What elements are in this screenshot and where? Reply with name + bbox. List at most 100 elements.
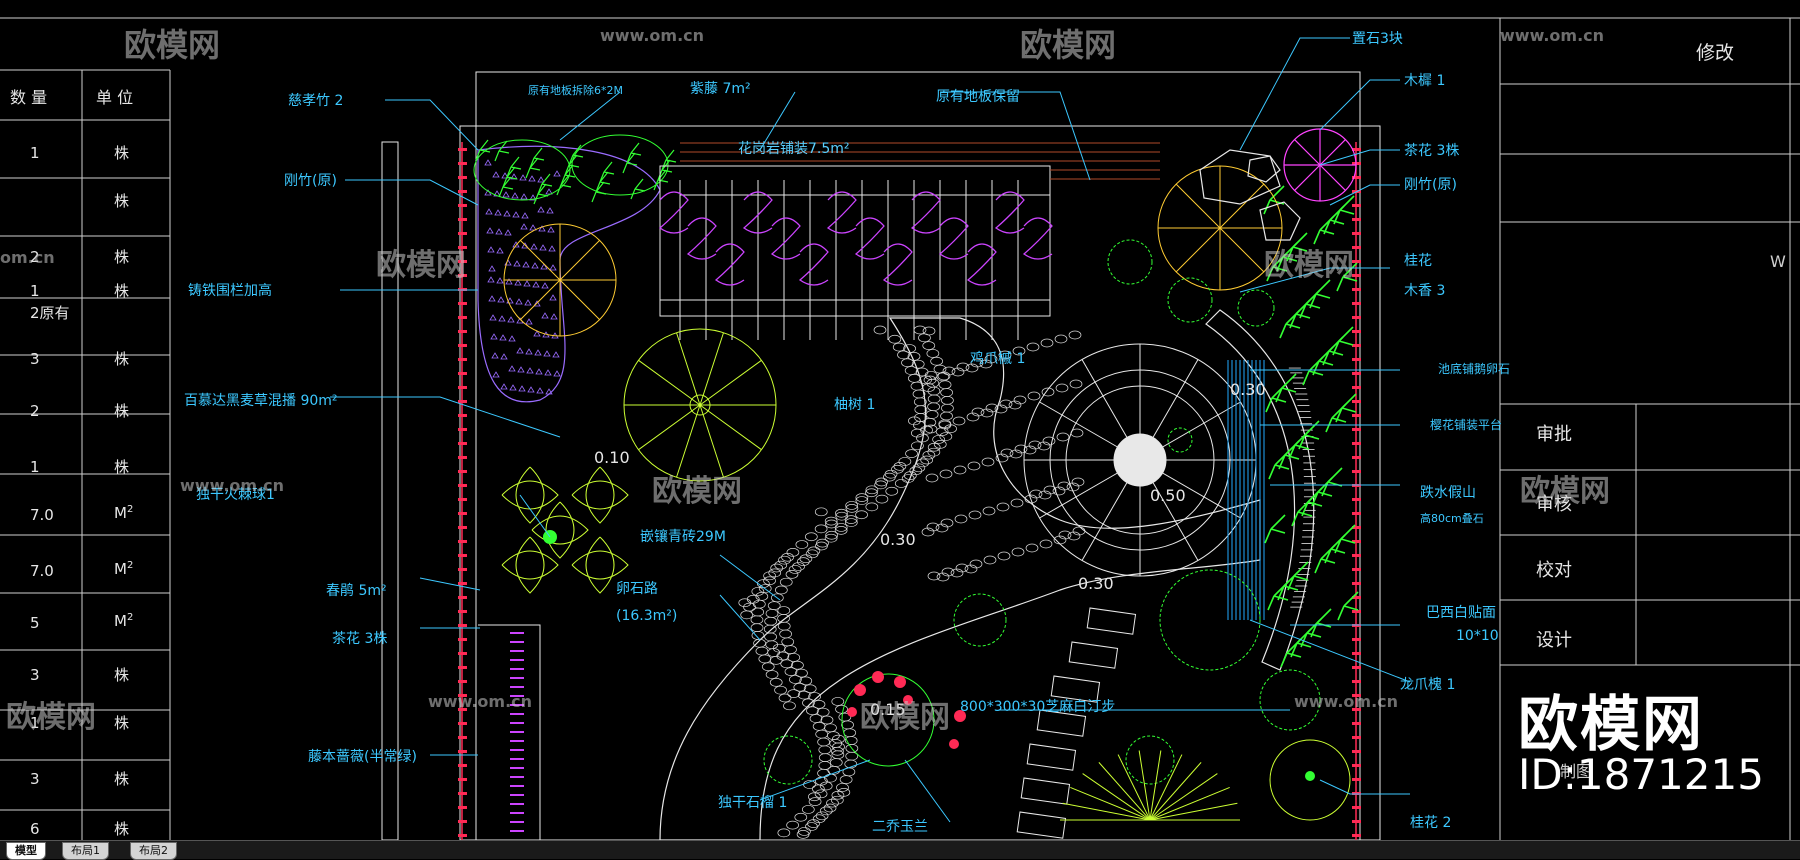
- watermark-url-3: www.om.cn: [180, 476, 285, 495]
- fence-post: [458, 218, 467, 221]
- label-pebble-area: (16.3m²): [616, 608, 678, 624]
- pebble: [750, 615, 764, 625]
- pebble: [835, 508, 848, 518]
- pebble: [982, 506, 996, 516]
- fence-post: [458, 694, 467, 697]
- fence-post: [1352, 764, 1361, 767]
- stones: [1199, 149, 1301, 241]
- pebble: [752, 599, 766, 609]
- fence-post: [1352, 554, 1361, 557]
- pebble: [823, 803, 837, 813]
- tree-spoke: [638, 404, 701, 451]
- pebble: [1027, 391, 1041, 401]
- level-030c: 0.30: [1230, 380, 1266, 399]
- pebble: [799, 676, 813, 686]
- bamboo-leaf: [1321, 467, 1343, 497]
- pebble: [765, 670, 779, 679]
- pebble: [985, 403, 999, 413]
- violet-mark: [488, 295, 496, 302]
- pebble: [819, 781, 833, 791]
- pebble: [935, 523, 949, 533]
- table-row-unit: M2: [114, 504, 134, 522]
- pebble: [795, 668, 808, 678]
- pebble: [916, 433, 929, 443]
- pebble: [942, 366, 956, 376]
- title-design: 设计: [1536, 630, 1572, 651]
- fence-post: [1352, 498, 1361, 501]
- pebble: [1010, 498, 1024, 508]
- fence-post: [1352, 596, 1361, 599]
- shrub: [1159, 569, 1261, 671]
- pebble: [743, 602, 756, 612]
- fence-post: [458, 316, 467, 319]
- fence-post: [458, 400, 467, 403]
- shrub-swirl: [501, 466, 559, 524]
- palm-frond: [1062, 802, 1151, 821]
- label-pine: 柚树 1: [834, 397, 876, 413]
- fence-post: [458, 232, 467, 235]
- fence-post: [458, 666, 467, 669]
- violet-mark: [497, 296, 505, 303]
- tab-layout1[interactable]: 布局1: [62, 842, 109, 860]
- violet-mark: [515, 298, 523, 305]
- pebble: [938, 420, 952, 430]
- fence-post: [458, 722, 467, 725]
- fence-post: [458, 512, 467, 515]
- tab-layout2[interactable]: 布局2: [130, 842, 177, 860]
- table-row-unit: 株: [114, 820, 130, 838]
- wisteria-vine: [854, 217, 885, 260]
- pebble: [787, 689, 801, 698]
- fence-post: [458, 834, 467, 837]
- pebble: [802, 698, 815, 708]
- fence-post: [458, 302, 467, 305]
- stepping-stone: [1036, 709, 1087, 737]
- wisteria-vine: [826, 191, 857, 234]
- pebble: [799, 554, 813, 564]
- pine-tree: [623, 328, 777, 482]
- shrub: [1167, 277, 1213, 323]
- pebble: [1012, 346, 1026, 356]
- tree-spoke: [699, 359, 762, 406]
- fence-post: [1352, 708, 1361, 711]
- table-row-unit: M2: [114, 560, 134, 578]
- pebble: [936, 572, 950, 582]
- fence-post: [458, 470, 467, 473]
- pebble: [968, 510, 982, 520]
- bamboo-leaf: [1291, 497, 1313, 527]
- fence-post: [458, 372, 467, 375]
- pebble: [1025, 543, 1039, 553]
- pebble: [789, 675, 802, 684]
- pebble: [819, 806, 833, 816]
- fence-post: [458, 274, 467, 277]
- pebble: [817, 737, 830, 747]
- pebble: [913, 325, 927, 335]
- bamboo-leaf: [1263, 185, 1285, 215]
- fence-post: [1352, 610, 1361, 613]
- pebble: [941, 403, 954, 413]
- pebble: [935, 427, 949, 436]
- tree-spoke: [1175, 183, 1221, 229]
- violet-mark: [508, 335, 516, 342]
- fence-post: [458, 624, 467, 627]
- pebble: [999, 399, 1013, 409]
- pomegranate-tree: [841, 673, 935, 767]
- fence-post: [458, 442, 467, 445]
- fence-post: [458, 260, 467, 263]
- pebble: [818, 753, 832, 762]
- pebble: [834, 523, 848, 532]
- pebble: [835, 704, 848, 714]
- pebble: [812, 700, 826, 709]
- fence-hatch-left: [458, 148, 467, 837]
- pebble: [811, 784, 825, 794]
- violet-mark: [488, 265, 496, 272]
- rose-mark: [510, 632, 524, 634]
- pebble: [980, 408, 994, 418]
- table-row-unit: M2: [114, 612, 134, 630]
- pebble: [894, 479, 908, 488]
- tab-model[interactable]: 模型: [6, 842, 46, 860]
- violet-mark: [522, 261, 530, 268]
- pebble: [969, 559, 983, 569]
- pebble: [875, 494, 889, 504]
- title-block-grid: [1499, 18, 1800, 840]
